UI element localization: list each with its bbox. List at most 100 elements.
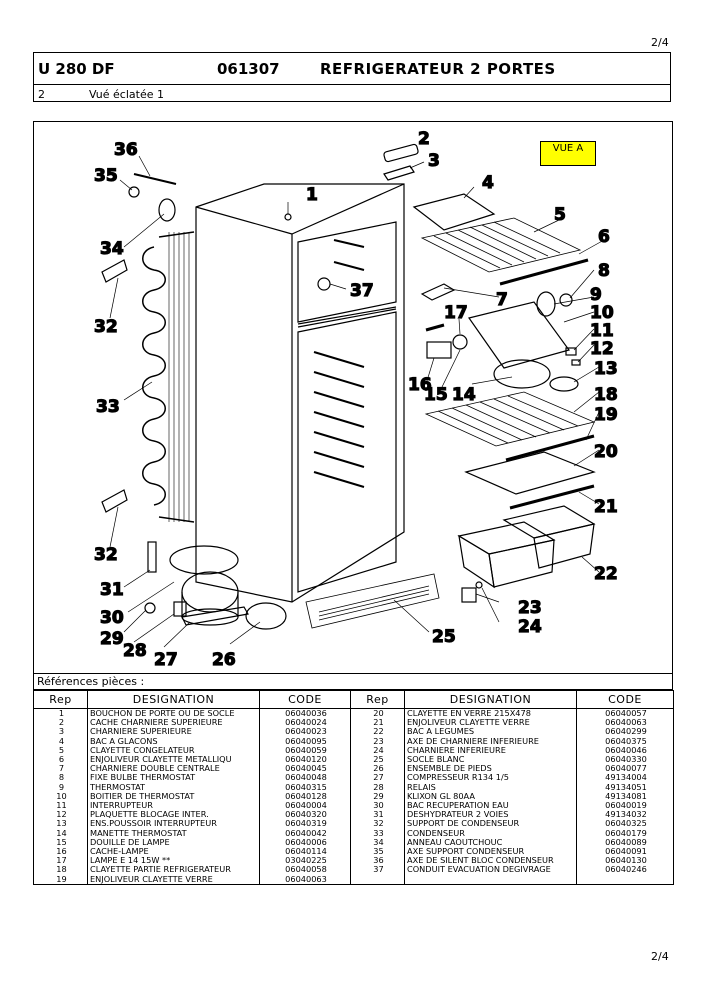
callout: 32 [94, 545, 118, 565]
designation-cell: BOUCHON DE PORTE OU DE SOCLE [87, 708, 260, 719]
callout: 21 [594, 497, 618, 517]
code-cell: 06040130 [576, 856, 674, 866]
plinth-25 [305, 573, 440, 629]
rep-cell: 24 [350, 745, 405, 756]
callout: 29 [100, 629, 124, 649]
compressor-27 [181, 571, 249, 626]
designation-cell: CONDUIT EVACUATION DEGIVRAGE [404, 865, 577, 875]
code-cell: 06040063 [576, 718, 674, 728]
designation-cell: INTERRUPTEUR [87, 801, 260, 811]
callout: 23 [518, 598, 542, 618]
code-cell: 06040330 [576, 755, 674, 765]
code-cell: 06040077 [576, 764, 674, 774]
column-header: DESIGNATION [87, 690, 260, 709]
code-cell [576, 874, 674, 885]
rep-cell: 16 [33, 847, 88, 857]
header-divider [34, 84, 670, 85]
designation-cell: CHARNIERE INFERIEURE [404, 745, 577, 756]
rep-cell: 23 [350, 736, 405, 746]
designation-cell: ENSEMBLE DE PIEDS [404, 764, 577, 774]
code-cell: 49134032 [576, 810, 674, 820]
designation-cell: BAC A LEGUMES [404, 727, 577, 737]
designation-cell: CONDENSEUR [404, 828, 577, 838]
rep-cell: 34 [350, 837, 405, 848]
view-number: 2 [38, 88, 45, 101]
rep-cell: 37 [350, 865, 405, 875]
callout: 1 [306, 185, 318, 205]
model-code: 061307 [217, 60, 280, 78]
switch-plate-12 [571, 359, 581, 366]
relay-28 [173, 601, 187, 617]
rep-cell: 2 [33, 718, 88, 728]
shelf-trim-21 [509, 484, 595, 510]
callout: 26 [212, 650, 236, 670]
code-cell: 06040058 [259, 865, 351, 875]
column-header: CODE [576, 690, 674, 709]
rep-cell: 11 [33, 801, 88, 811]
callout: 17 [444, 303, 468, 323]
code-cell: 06040325 [576, 819, 674, 829]
code-cell: 06040048 [259, 773, 351, 783]
vue-a-label: VUE A [540, 141, 596, 166]
callout: 3 [428, 151, 440, 171]
view-title: Vué éclatée 1 [89, 88, 164, 101]
designation-cell: CLAYETTE CONGELATEUR [87, 745, 260, 756]
callout: 15 [424, 385, 448, 405]
designation-cell: DOUILLE DE LAMPE [87, 837, 260, 848]
exploded-view-drawing: 1 2 3 4 5 6 7 8 9 10 11 12 13 14 15 16 1… [93, 128, 618, 670]
condenser-bracket-top [101, 259, 128, 283]
code-cell: 06040004 [259, 801, 351, 811]
callout: 2 [418, 129, 430, 149]
callout: 34 [100, 239, 124, 259]
designation-cell: SOCLE BLANC [404, 755, 577, 765]
callout: 4 [482, 173, 494, 193]
column-header: CODE [259, 690, 351, 709]
rep-cell: 31 [350, 810, 405, 820]
designation-cell: SUPPORT DE CONDENSEUR [404, 819, 577, 829]
callout: 33 [96, 397, 120, 417]
code-cell: 06040006 [259, 837, 351, 848]
designation-cell: AXE DE CHARNIERE INFERIEURE [404, 736, 577, 746]
klixon-29 [144, 602, 156, 614]
code-cell: 06040095 [259, 736, 351, 746]
callout: 18 [594, 385, 618, 405]
rep-cell: 9 [33, 782, 88, 792]
glass-shelf-20 [464, 451, 596, 495]
model-name: U 280 DF [38, 60, 115, 78]
callout: 14 [452, 385, 476, 405]
switch-11 [565, 347, 577, 356]
callout: 10 [590, 303, 614, 323]
rep-cell: 17 [33, 856, 88, 866]
callout: 27 [154, 650, 178, 670]
hinge-23 [461, 587, 477, 603]
document-header: U 280 DF 061307 REFRIGERATEUR 2 PORTES 2… [33, 52, 671, 102]
designation-cell: RELAIS [404, 782, 577, 792]
code-cell: 06040023 [259, 727, 351, 737]
column-header: Rep [33, 690, 88, 709]
page-number-bottom: 2/4 [651, 950, 669, 963]
code-cell: 06040179 [576, 828, 674, 838]
rubber-ring-34 [158, 198, 176, 222]
code-cell: 06040046 [576, 745, 674, 756]
document-title: REFRIGERATEUR 2 PORTES [320, 60, 556, 78]
code-cell: 06040091 [576, 847, 674, 857]
code-cell: 49134004 [576, 773, 674, 783]
rep-cell: 3 [33, 727, 88, 737]
designation-cell: ENJOLIVEUR CLAYETTE METALLIQU [87, 755, 260, 765]
rep-cell: 1 [33, 708, 88, 719]
references-label: Références pièces : [33, 674, 673, 690]
callout: 5 [554, 205, 566, 225]
callout-numbers: 1 2 3 4 5 6 7 8 9 10 11 12 13 14 15 16 1… [93, 128, 618, 670]
rep-cell: 36 [350, 856, 405, 866]
axle-36 [133, 173, 177, 185]
rep-cell: 20 [350, 708, 405, 719]
code-cell: 49134081 [576, 791, 674, 802]
code-cell: 06040320 [259, 810, 351, 820]
